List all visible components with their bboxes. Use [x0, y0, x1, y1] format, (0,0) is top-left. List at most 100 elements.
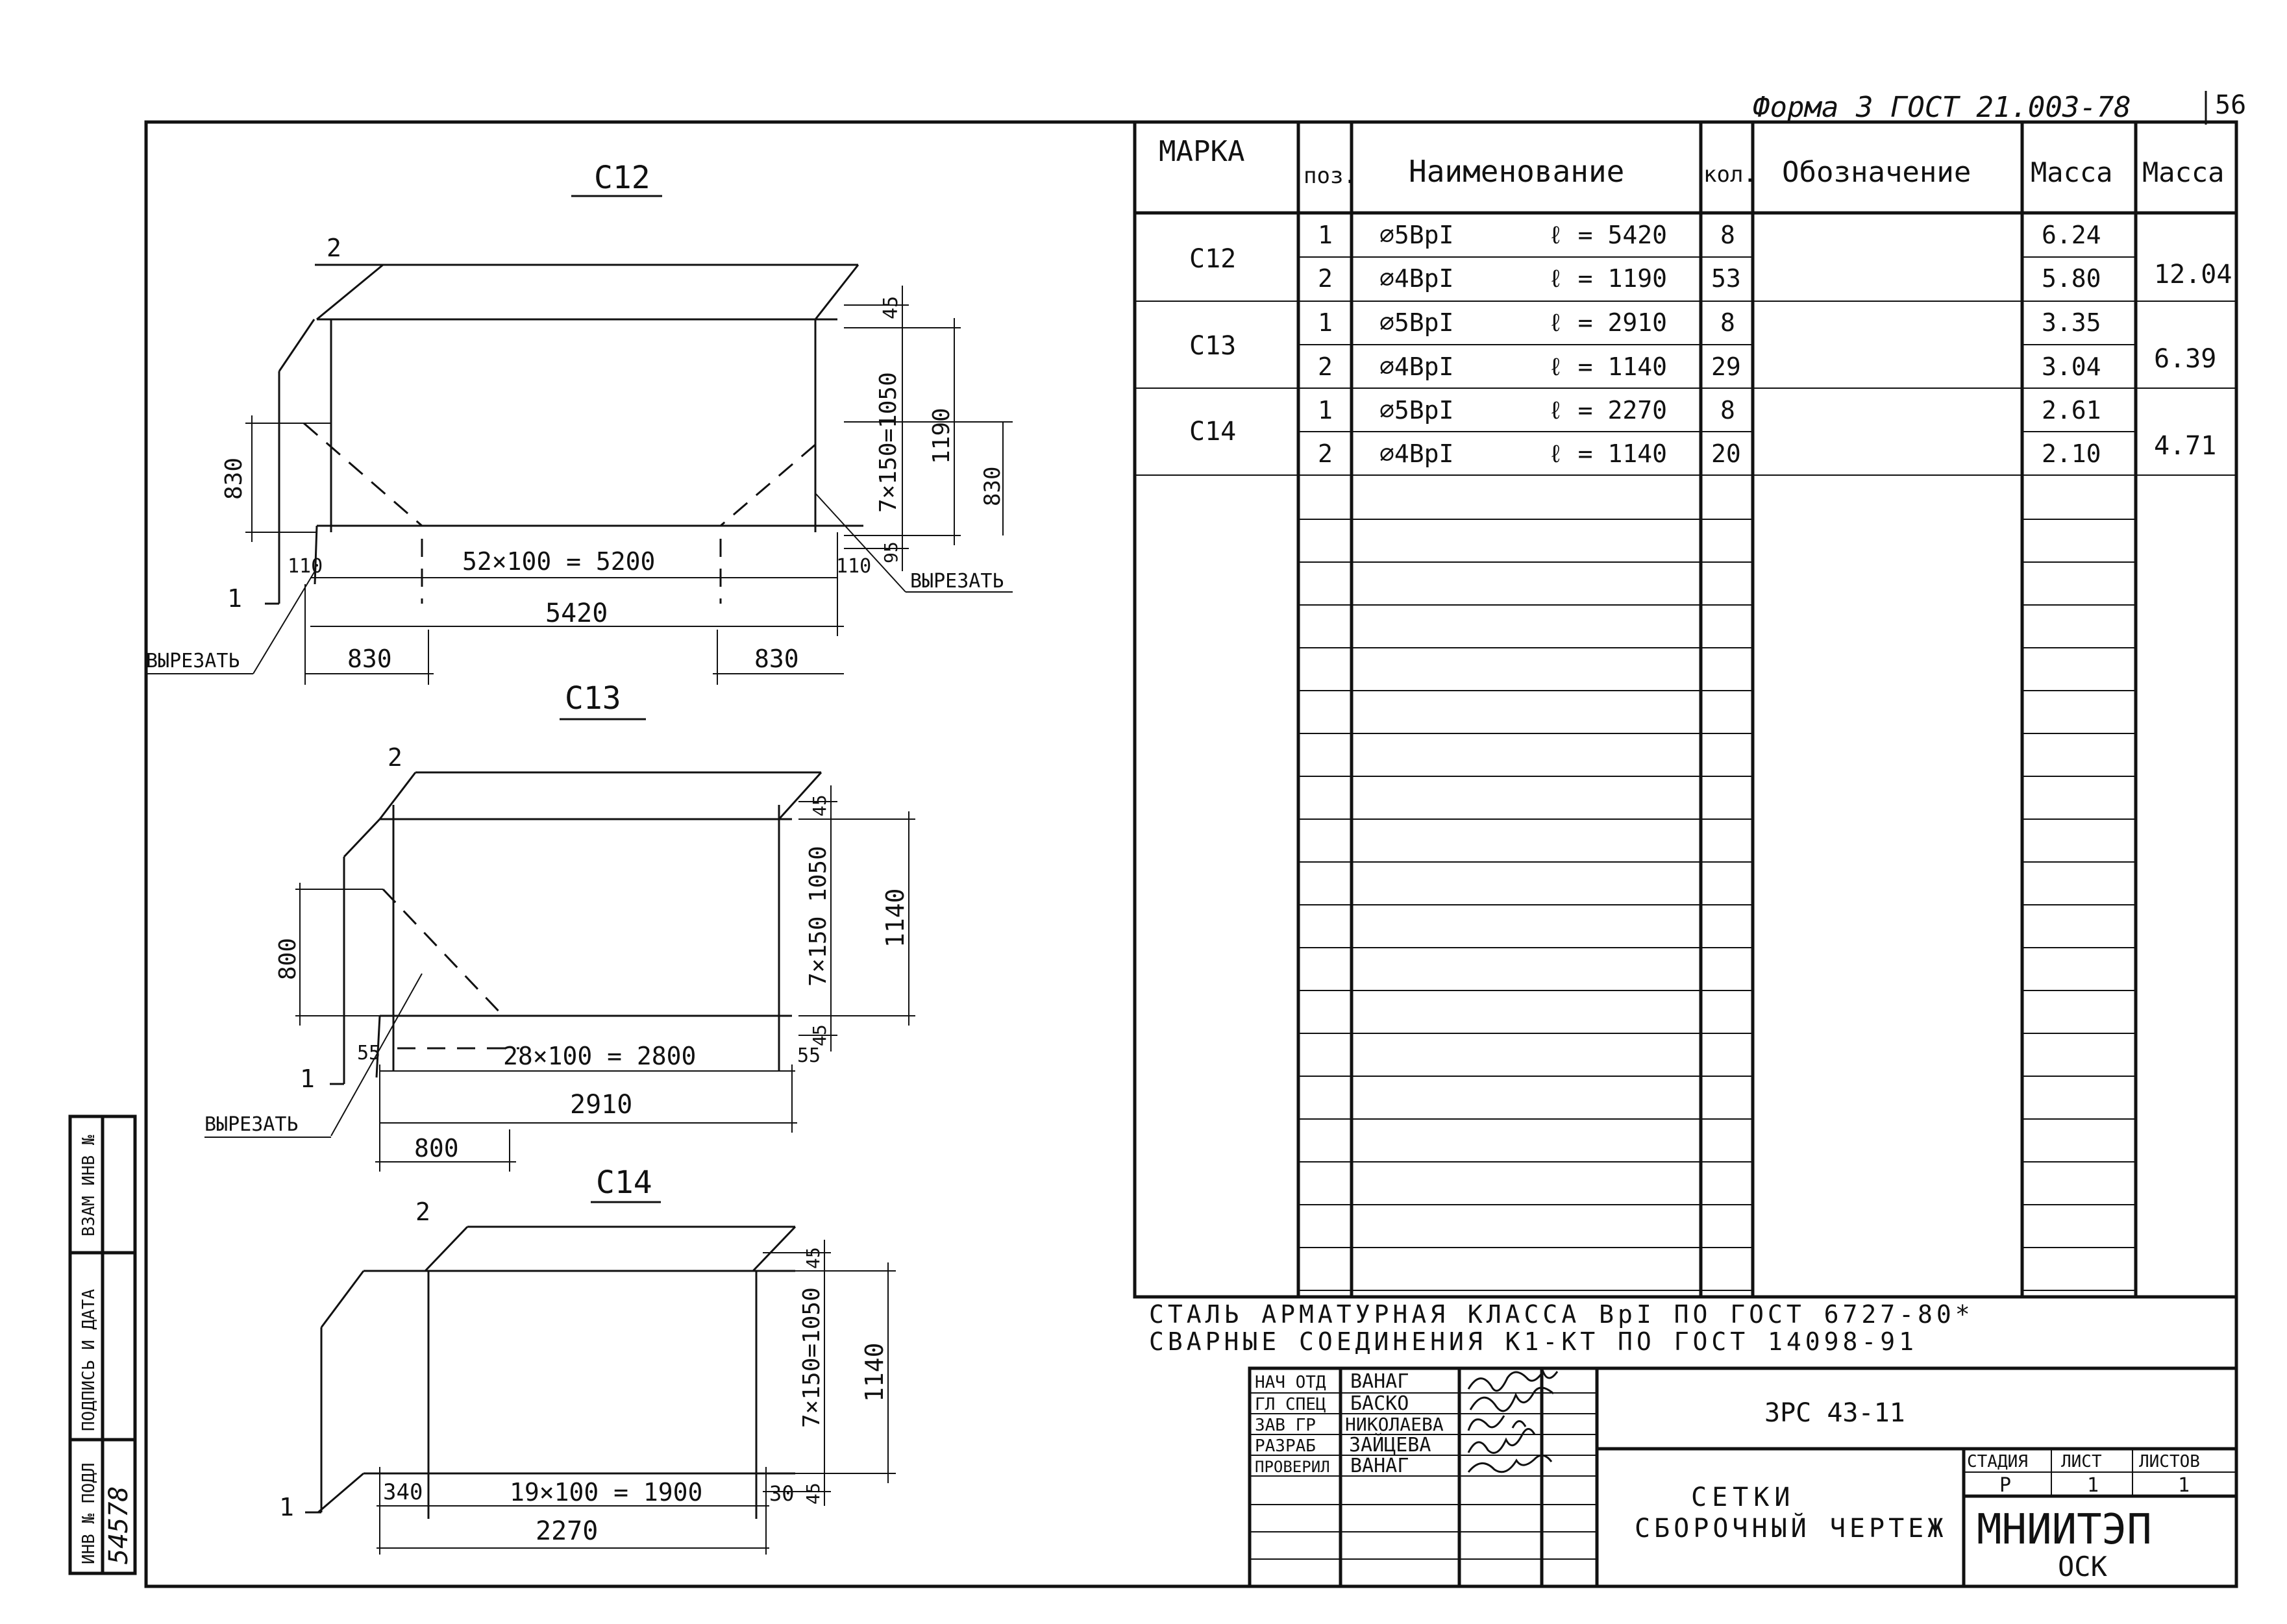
svg-text:830: 830: [980, 467, 1006, 506]
empty-table-rows: [1298, 519, 2136, 1291]
svg-text:1140: 1140: [881, 888, 909, 948]
title-c14: С14: [596, 1164, 652, 1201]
svg-text:55: 55: [797, 1044, 821, 1067]
svg-text:2: 2: [1318, 264, 1333, 293]
table-row: 2 ⌀4BpI ℓ = 1140 29 3.04: [1318, 352, 2101, 381]
title-c12: С12: [594, 160, 650, 196]
svg-text:ИНВ № ПОДЛ: ИНВ № ПОДЛ: [79, 1462, 99, 1564]
mark-c14: С14: [1189, 417, 1236, 447]
svg-text:НИКОЛАЕВА: НИКОЛАЕВА: [1345, 1414, 1444, 1435]
svg-text:55: 55: [357, 1042, 380, 1064]
svg-text:ℓ = 1140: ℓ = 1140: [1548, 439, 1667, 468]
note-welding: СВАРНЫЕ СОЕДИНЕНИЯ К1-КТ ПО ГОСТ 14098-9…: [1149, 1327, 1918, 1356]
form-label: Форма 3 ГОСТ 21.003-78: [1753, 91, 2131, 124]
svg-text:95: 95: [880, 541, 902, 563]
svg-text:⌀4BpI: ⌀4BpI: [1379, 439, 1453, 468]
table-row: 1 ⌀5BpI ℓ = 5420 8 6.24: [1318, 221, 2101, 249]
document-title-1: СЕТКИ: [1691, 1483, 1795, 1512]
svg-text:45: 45: [880, 296, 902, 319]
svg-text:РАЗРАБ: РАЗРАБ: [1255, 1436, 1316, 1456]
svg-text:2: 2: [415, 1198, 430, 1226]
svg-text:2: 2: [327, 234, 341, 262]
svg-text:ℓ = 2270: ℓ = 2270: [1548, 396, 1667, 424]
drawing-c14: С14 2 1 45 7×150=1050 1140 45 340 19×100…: [279, 1164, 896, 1555]
svg-text:БАСКО: БАСКО: [1350, 1392, 1409, 1415]
svg-text:2270: 2270: [536, 1516, 598, 1546]
svg-text:7×150=1050: 7×150=1050: [875, 372, 902, 513]
cut-label-right: ВЫРЕЗАТЬ: [910, 570, 1004, 593]
svg-text:ГЛ СПЕЦ: ГЛ СПЕЦ: [1255, 1395, 1326, 1414]
svg-text:ЛИСТОВ: ЛИСТОВ: [2139, 1452, 2200, 1471]
svg-text:1: 1: [227, 584, 242, 613]
svg-text:⌀5BpI: ⌀5BpI: [1379, 308, 1453, 337]
header-pos: поз.: [1304, 163, 1357, 189]
svg-text:1: 1: [1318, 308, 1333, 337]
svg-text:20: 20: [1711, 439, 1741, 468]
header-mark: МАРКА: [1159, 135, 1244, 168]
header-mass-2: Масса: [2142, 156, 2224, 188]
svg-text:2.10: 2.10: [2042, 439, 2101, 468]
svg-text:2: 2: [388, 743, 402, 772]
svg-text:52×100 = 5200: 52×100 = 5200: [462, 547, 655, 576]
signatures: [1467, 1369, 1559, 1473]
svg-text:6.24: 6.24: [2042, 221, 2101, 249]
svg-text:45: 45: [809, 794, 830, 817]
svg-text:ВЗАМ ИНВ №: ВЗАМ ИНВ №: [79, 1135, 99, 1236]
svg-text:ЗАВ ГР: ЗАВ ГР: [1255, 1416, 1316, 1435]
svg-text:1190: 1190: [928, 408, 955, 464]
organization-sub: ОСК: [2058, 1551, 2108, 1582]
total-c14: 4.71: [2154, 431, 2216, 461]
table-row: 1 ⌀5BpI ℓ = 2910 8 3.35: [1318, 308, 2101, 337]
svg-text:19×100 = 1900: 19×100 = 1900: [510, 1478, 702, 1507]
svg-text:45: 45: [802, 1483, 824, 1505]
svg-text:5.80: 5.80: [2042, 264, 2101, 293]
svg-text:СТАДИЯ: СТАДИЯ: [1967, 1452, 2028, 1471]
drawing-c12: С12 2 1 830 45: [146, 160, 1013, 685]
svg-text:НАЧ ОТД: НАЧ ОТД: [1255, 1373, 1326, 1392]
side-stamp: ВЗАМ ИНВ № ПОДПИСЬ И ДАТА ИНВ № ПОДЛ 545…: [68, 1114, 137, 1575]
svg-text:8: 8: [1720, 396, 1735, 424]
drawing-c13: С13 2 1 800 45 7×150 1050 1140 45 28×100…: [204, 680, 915, 1172]
svg-text:1: 1: [279, 1493, 294, 1521]
svg-text:830: 830: [347, 645, 392, 673]
svg-text:2910: 2910: [570, 1090, 632, 1120]
svg-text:30: 30: [769, 1481, 795, 1506]
svg-text:800: 800: [414, 1134, 459, 1163]
total-c12: 12.04: [2154, 260, 2232, 289]
svg-text:2.61: 2.61: [2042, 396, 2101, 424]
svg-text:1: 1: [2178, 1474, 2190, 1497]
inventory-number: 54578: [104, 1486, 134, 1564]
table-row: 1 ⌀5BpI ℓ = 2270 8 2.61: [1318, 396, 2101, 424]
svg-text:45: 45: [809, 1024, 830, 1046]
svg-text:8: 8: [1720, 308, 1735, 337]
svg-text:ℓ = 1140: ℓ = 1140: [1548, 352, 1667, 381]
svg-text:3.35: 3.35: [2042, 308, 2101, 337]
table-row: 2 ⌀4BpI ℓ = 1140 20 2.10: [1318, 439, 2101, 468]
svg-text:1: 1: [300, 1064, 315, 1093]
svg-text:1: 1: [1318, 396, 1333, 424]
svg-text:29: 29: [1711, 352, 1741, 381]
svg-text:⌀4BpI: ⌀4BpI: [1379, 352, 1453, 381]
mark-c12: С12: [1189, 244, 1236, 274]
svg-text:110: 110: [836, 555, 871, 578]
svg-text:Р: Р: [1999, 1474, 2011, 1497]
document-title-2: СБОРОЧНЫЙ ЧЕРТЕЖ: [1635, 1512, 1947, 1544]
svg-text:2: 2: [1318, 352, 1333, 381]
svg-text:ВАНАГ: ВАНАГ: [1350, 1370, 1409, 1393]
svg-text:ПРОВЕРИЛ: ПРОВЕРИЛ: [1255, 1458, 1330, 1476]
svg-text:8: 8: [1720, 221, 1735, 249]
page-number: 56: [2215, 90, 2246, 120]
svg-text:340: 340: [383, 1479, 423, 1505]
specification-table: МАРКА поз. Наименование кол. Обозначение…: [1133, 120, 2238, 1299]
cut-label-c13: ВЫРЕЗАТЬ: [204, 1113, 299, 1136]
svg-text:7×150 1050: 7×150 1050: [805, 846, 832, 987]
table-row: 2 ⌀4BpI ℓ = 1190 53 5.80: [1318, 264, 2101, 293]
svg-text:5420: 5420: [545, 598, 608, 628]
mark-c13: С13: [1189, 331, 1236, 361]
document-code: 3РС 43-11: [1764, 1398, 1905, 1428]
svg-text:28×100 = 2800: 28×100 = 2800: [503, 1042, 696, 1070]
svg-text:800: 800: [275, 938, 301, 980]
svg-text:ПОДПИСЬ И ДАТА: ПОДПИСЬ И ДАТА: [79, 1289, 99, 1431]
svg-text:⌀5BpI: ⌀5BpI: [1379, 221, 1453, 249]
